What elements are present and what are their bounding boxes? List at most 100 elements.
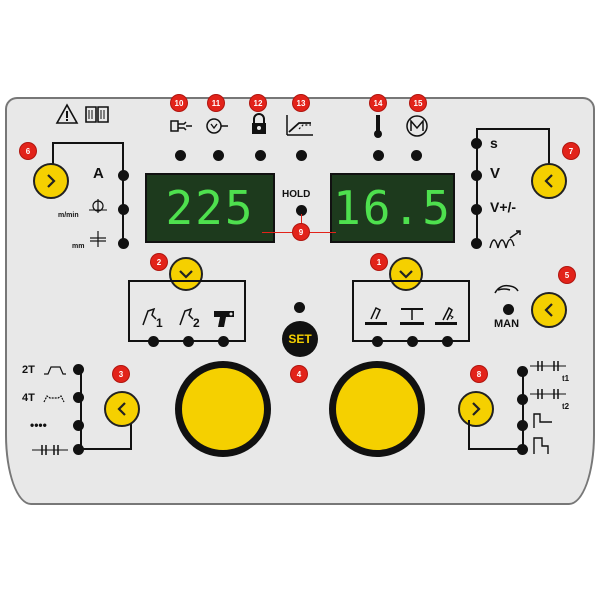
right-adjust-knob[interactable] — [329, 361, 425, 457]
led-spot-weld — [73, 444, 84, 455]
chevron-left-icon — [544, 303, 553, 317]
torch-mode-select-button[interactable] — [169, 257, 203, 291]
trigger-2t-icon — [44, 366, 66, 375]
led-process-mig — [372, 336, 383, 347]
seconds-label: s — [490, 135, 498, 151]
led-torch-mode-2 — [183, 336, 194, 347]
trigger-4t-icon — [43, 395, 65, 403]
thickness-label: mm — [72, 243, 85, 250]
motor-icon — [406, 115, 428, 137]
lock-icon — [252, 113, 266, 134]
right-param-select-button[interactable] — [531, 163, 567, 199]
wire-speed-label: m/min — [58, 212, 79, 219]
chevron-down-icon — [179, 270, 193, 279]
wire-feed-icon — [206, 118, 228, 134]
bracket-7-left — [476, 128, 478, 244]
manual-hand-icon — [494, 284, 519, 294]
man-label: MAN — [494, 318, 520, 330]
bracket-1-right — [468, 280, 470, 342]
callout-14: 14 — [370, 95, 386, 111]
led-arc-dynamics — [471, 238, 482, 249]
callout-5: 5 — [559, 267, 575, 283]
process-select-button[interactable] — [389, 257, 423, 291]
left-adjust-knob[interactable] — [175, 361, 271, 457]
bracket-8-right — [522, 368, 524, 450]
led-start-pulse — [517, 420, 528, 431]
trigger-4t-label: 4T — [22, 392, 35, 404]
warning-icon — [55, 103, 79, 124]
led-amps — [118, 170, 129, 181]
bracket-3-right — [80, 368, 82, 450]
process-gouging-icon — [435, 306, 457, 325]
process-mma-icon — [400, 308, 424, 325]
slope-ramp-icon — [286, 115, 313, 136]
set-button[interactable]: SET — [282, 321, 318, 357]
gas-pre-flow-icon — [170, 120, 192, 132]
chevron-left-icon — [117, 402, 126, 416]
bracket-2-top — [128, 280, 246, 282]
svg-text:2: 2 — [193, 316, 200, 329]
manual-book-icon — [85, 106, 109, 123]
spot-t1-icon — [530, 361, 566, 371]
callout-7: 7 — [563, 143, 579, 159]
hold-vertical-line — [301, 214, 302, 232]
callout-13: 13 — [293, 95, 309, 111]
led-spot-t1 — [517, 366, 528, 377]
material-thickness-icon — [90, 231, 106, 247]
callout-8: 8 — [471, 366, 487, 382]
chevron-right-icon — [472, 402, 481, 416]
led-torch-mode-1 — [148, 336, 159, 347]
callout-11: 11 — [208, 95, 224, 111]
bracket-2-right — [244, 280, 246, 342]
bracket-7-right — [548, 128, 550, 168]
callout-12: 12 — [250, 95, 266, 111]
callout-15: 15 — [410, 95, 426, 111]
led-set — [294, 302, 305, 313]
led-gas-pre-flow — [175, 150, 186, 161]
bracket-3-bottom — [80, 448, 132, 450]
led-lock — [255, 150, 266, 161]
callout-9: 9 — [293, 224, 309, 240]
timer-mode-select-button[interactable] — [458, 391, 494, 427]
led-man — [503, 304, 514, 315]
man-select-button[interactable] — [531, 292, 567, 328]
bracket-8-bottom — [468, 448, 524, 450]
bracket-8-left — [468, 420, 470, 450]
led-wire-speed — [118, 204, 129, 215]
led-process-mma — [407, 336, 418, 347]
callout-2: 2 — [151, 254, 167, 270]
led-seconds — [471, 138, 482, 149]
chevron-right-icon — [47, 174, 56, 188]
led-hold — [296, 205, 307, 216]
bracket-6-top — [52, 142, 124, 144]
process-mig-icon — [365, 306, 387, 325]
svg-text:1: 1 — [156, 316, 163, 329]
spot-t1-label: t1 — [562, 374, 570, 383]
callout-10: 10 — [171, 95, 187, 111]
control-panel — [5, 97, 595, 505]
trigger-dots-label: •••• — [30, 418, 47, 432]
bracket-1-top — [352, 280, 470, 282]
led-thermometer — [373, 150, 384, 161]
led-trigger-2t — [73, 364, 84, 375]
led-end-crater — [517, 444, 528, 455]
callout-6: 6 — [20, 143, 36, 159]
led-volts-trim — [471, 204, 482, 215]
chevron-left-icon — [544, 174, 553, 188]
right-display: 16.5 — [330, 173, 455, 243]
amps-label: A — [93, 165, 104, 182]
led-welding-gun — [218, 336, 229, 347]
left-param-select-button[interactable] — [33, 163, 69, 199]
spot-t2-icon — [530, 389, 566, 399]
bracket-2-left — [128, 280, 130, 342]
callout-3: 3 — [113, 366, 129, 382]
led-spot-t2 — [517, 394, 528, 405]
bracket-6-right — [122, 142, 124, 242]
led-thickness — [118, 238, 129, 249]
hold-label: HOLD — [282, 189, 311, 200]
led-trigger-4t — [73, 392, 84, 403]
led-motor — [411, 150, 422, 161]
trigger-mode-select-button[interactable] — [104, 391, 140, 427]
spot-t2-label: t2 — [562, 402, 570, 411]
chevron-down-icon — [399, 270, 413, 279]
